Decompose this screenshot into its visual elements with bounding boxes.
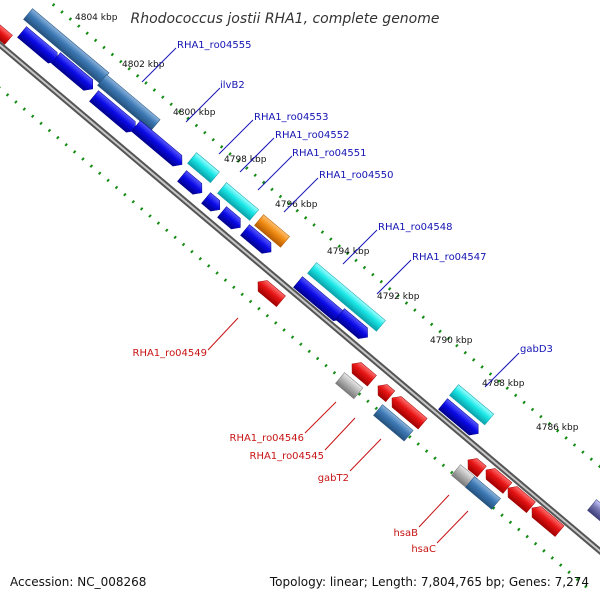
gene-arrow-ro04552[interactable] <box>131 120 187 170</box>
label-leader <box>376 259 412 295</box>
gene-label-ilvB2[interactable]: ilvB2 <box>220 80 245 91</box>
map-title: Rhodococcus jostii RHA1, complete genome <box>130 11 439 27</box>
gene-block-ro04546[interactable] <box>335 372 364 400</box>
gene-label-ro04551[interactable]: RHA1_ro04551 <box>292 148 367 159</box>
gene-block-hsaC[interactable] <box>465 476 501 510</box>
gene-label-ro04547[interactable]: RHA1_ro04547 <box>412 252 487 263</box>
gene-label-ro04553[interactable]: RHA1_ro04553 <box>254 112 329 123</box>
label-leader <box>207 317 239 351</box>
gene-block-edge[interactable] <box>587 499 600 524</box>
tick-label: 4798 kbp <box>224 155 267 165</box>
genome-backbone <box>0 40 600 556</box>
gene-block-ro04550[interactable] <box>254 214 290 248</box>
gene-arrow-ro04551-b[interactable] <box>201 192 225 215</box>
gene-arrow-ro04547[interactable] <box>335 308 373 343</box>
reverse-gene-labels: RHA1_ro04549 RHA1_ro04546 RHA1_ro04545 g… <box>133 317 469 555</box>
gene-block-gabT2[interactable] <box>373 404 414 442</box>
gene-arrow-ro04553[interactable] <box>89 90 140 136</box>
label-leader <box>436 510 469 544</box>
gene-arrow-hsaC-a[interactable] <box>482 465 513 494</box>
gene-arrow-ro04550-a[interactable] <box>217 206 245 233</box>
gene-label-gabD3[interactable]: gabD3 <box>520 344 553 355</box>
forward-strand-genes <box>17 8 600 524</box>
gene-label-ro04546[interactable]: RHA1_ro04546 <box>230 433 305 444</box>
topology-label: Topology: linear; Length: 7,804,765 bp; … <box>269 575 589 589</box>
gene-arrow-ilvB2[interactable] <box>51 52 98 95</box>
gene-arrow-ro04545-a[interactable] <box>374 381 396 402</box>
gene-arrow-ro04550-b[interactable] <box>240 224 276 258</box>
gene-label-ro04552[interactable]: RHA1_ro04552 <box>275 130 350 141</box>
label-leader <box>141 47 177 83</box>
tick-label: 4790 kbp <box>430 336 473 346</box>
gene-arrow-ro04549[interactable] <box>254 277 286 307</box>
label-leader <box>218 119 254 155</box>
forward-gene-labels: RHA1_ro04555 ilvB2 RHA1_ro04553 RHA1_ro0… <box>141 40 553 388</box>
tick-label: 4796 kbp <box>275 200 318 210</box>
reverse-strand-genes <box>0 18 565 537</box>
gene-label-ro04549[interactable]: RHA1_ro04549 <box>133 348 208 359</box>
gene-label-ro04548[interactable]: RHA1_ro04548 <box>378 222 453 233</box>
gene-block-ro04552[interactable] <box>187 152 220 183</box>
label-leader <box>257 155 293 191</box>
label-leader <box>283 177 319 213</box>
gene-arrow-ro04545-b[interactable] <box>388 393 428 430</box>
gene-block-ro04548[interactable] <box>307 262 386 332</box>
gene-label-ro04550[interactable]: RHA1_ro04550 <box>319 170 394 181</box>
tick-label: 4804 kbp <box>75 13 118 23</box>
label-leader <box>324 417 356 451</box>
label-leader <box>239 137 275 173</box>
forward-scale-axis <box>45 0 600 469</box>
gene-block-ro04551[interactable] <box>217 182 260 221</box>
label-leader <box>342 229 378 265</box>
gene-block-gabD3[interactable] <box>449 384 495 426</box>
label-leader <box>418 494 450 528</box>
genome-line <box>0 43 600 553</box>
gene-label-ro04555[interactable]: RHA1_ro04555 <box>177 40 252 51</box>
gene-arrow-hsaC-c[interactable] <box>528 503 565 537</box>
gene-arrow-hsaB-a[interactable] <box>464 455 487 478</box>
label-leader <box>185 87 221 123</box>
gene-arrow-gabD3[interactable] <box>438 398 483 439</box>
accession-label: Accession: NC_008268 <box>10 575 146 589</box>
gene-label-hsaC[interactable]: hsaC <box>411 544 436 555</box>
label-leader <box>304 401 337 434</box>
gene-arrow-edge-left[interactable] <box>0 18 13 45</box>
gene-label-ro04545[interactable]: RHA1_ro04545 <box>250 451 325 462</box>
label-leader <box>484 352 520 388</box>
tick-label: 4786 kbp <box>536 423 579 433</box>
tick-label: 4792 kbp <box>377 292 420 302</box>
label-leader <box>349 438 382 472</box>
tick-label: 4794 kbp <box>327 247 370 257</box>
scale-tick-labels: 4804 kbp 4802 kbp 4800 kbp 4798 kbp 4796… <box>75 13 579 433</box>
gene-label-gabT2[interactable]: gabT2 <box>318 473 349 484</box>
tick-label: 4802 kbp <box>122 60 165 70</box>
gene-arrow-ro04551-a[interactable] <box>177 170 207 198</box>
tick-label: 4788 kbp <box>482 379 525 389</box>
gene-arrow-hsaC-b[interactable] <box>504 483 536 513</box>
gene-label-hsaB[interactable]: hsaB <box>393 528 418 539</box>
gene-arrow-ro04546[interactable] <box>348 359 377 387</box>
